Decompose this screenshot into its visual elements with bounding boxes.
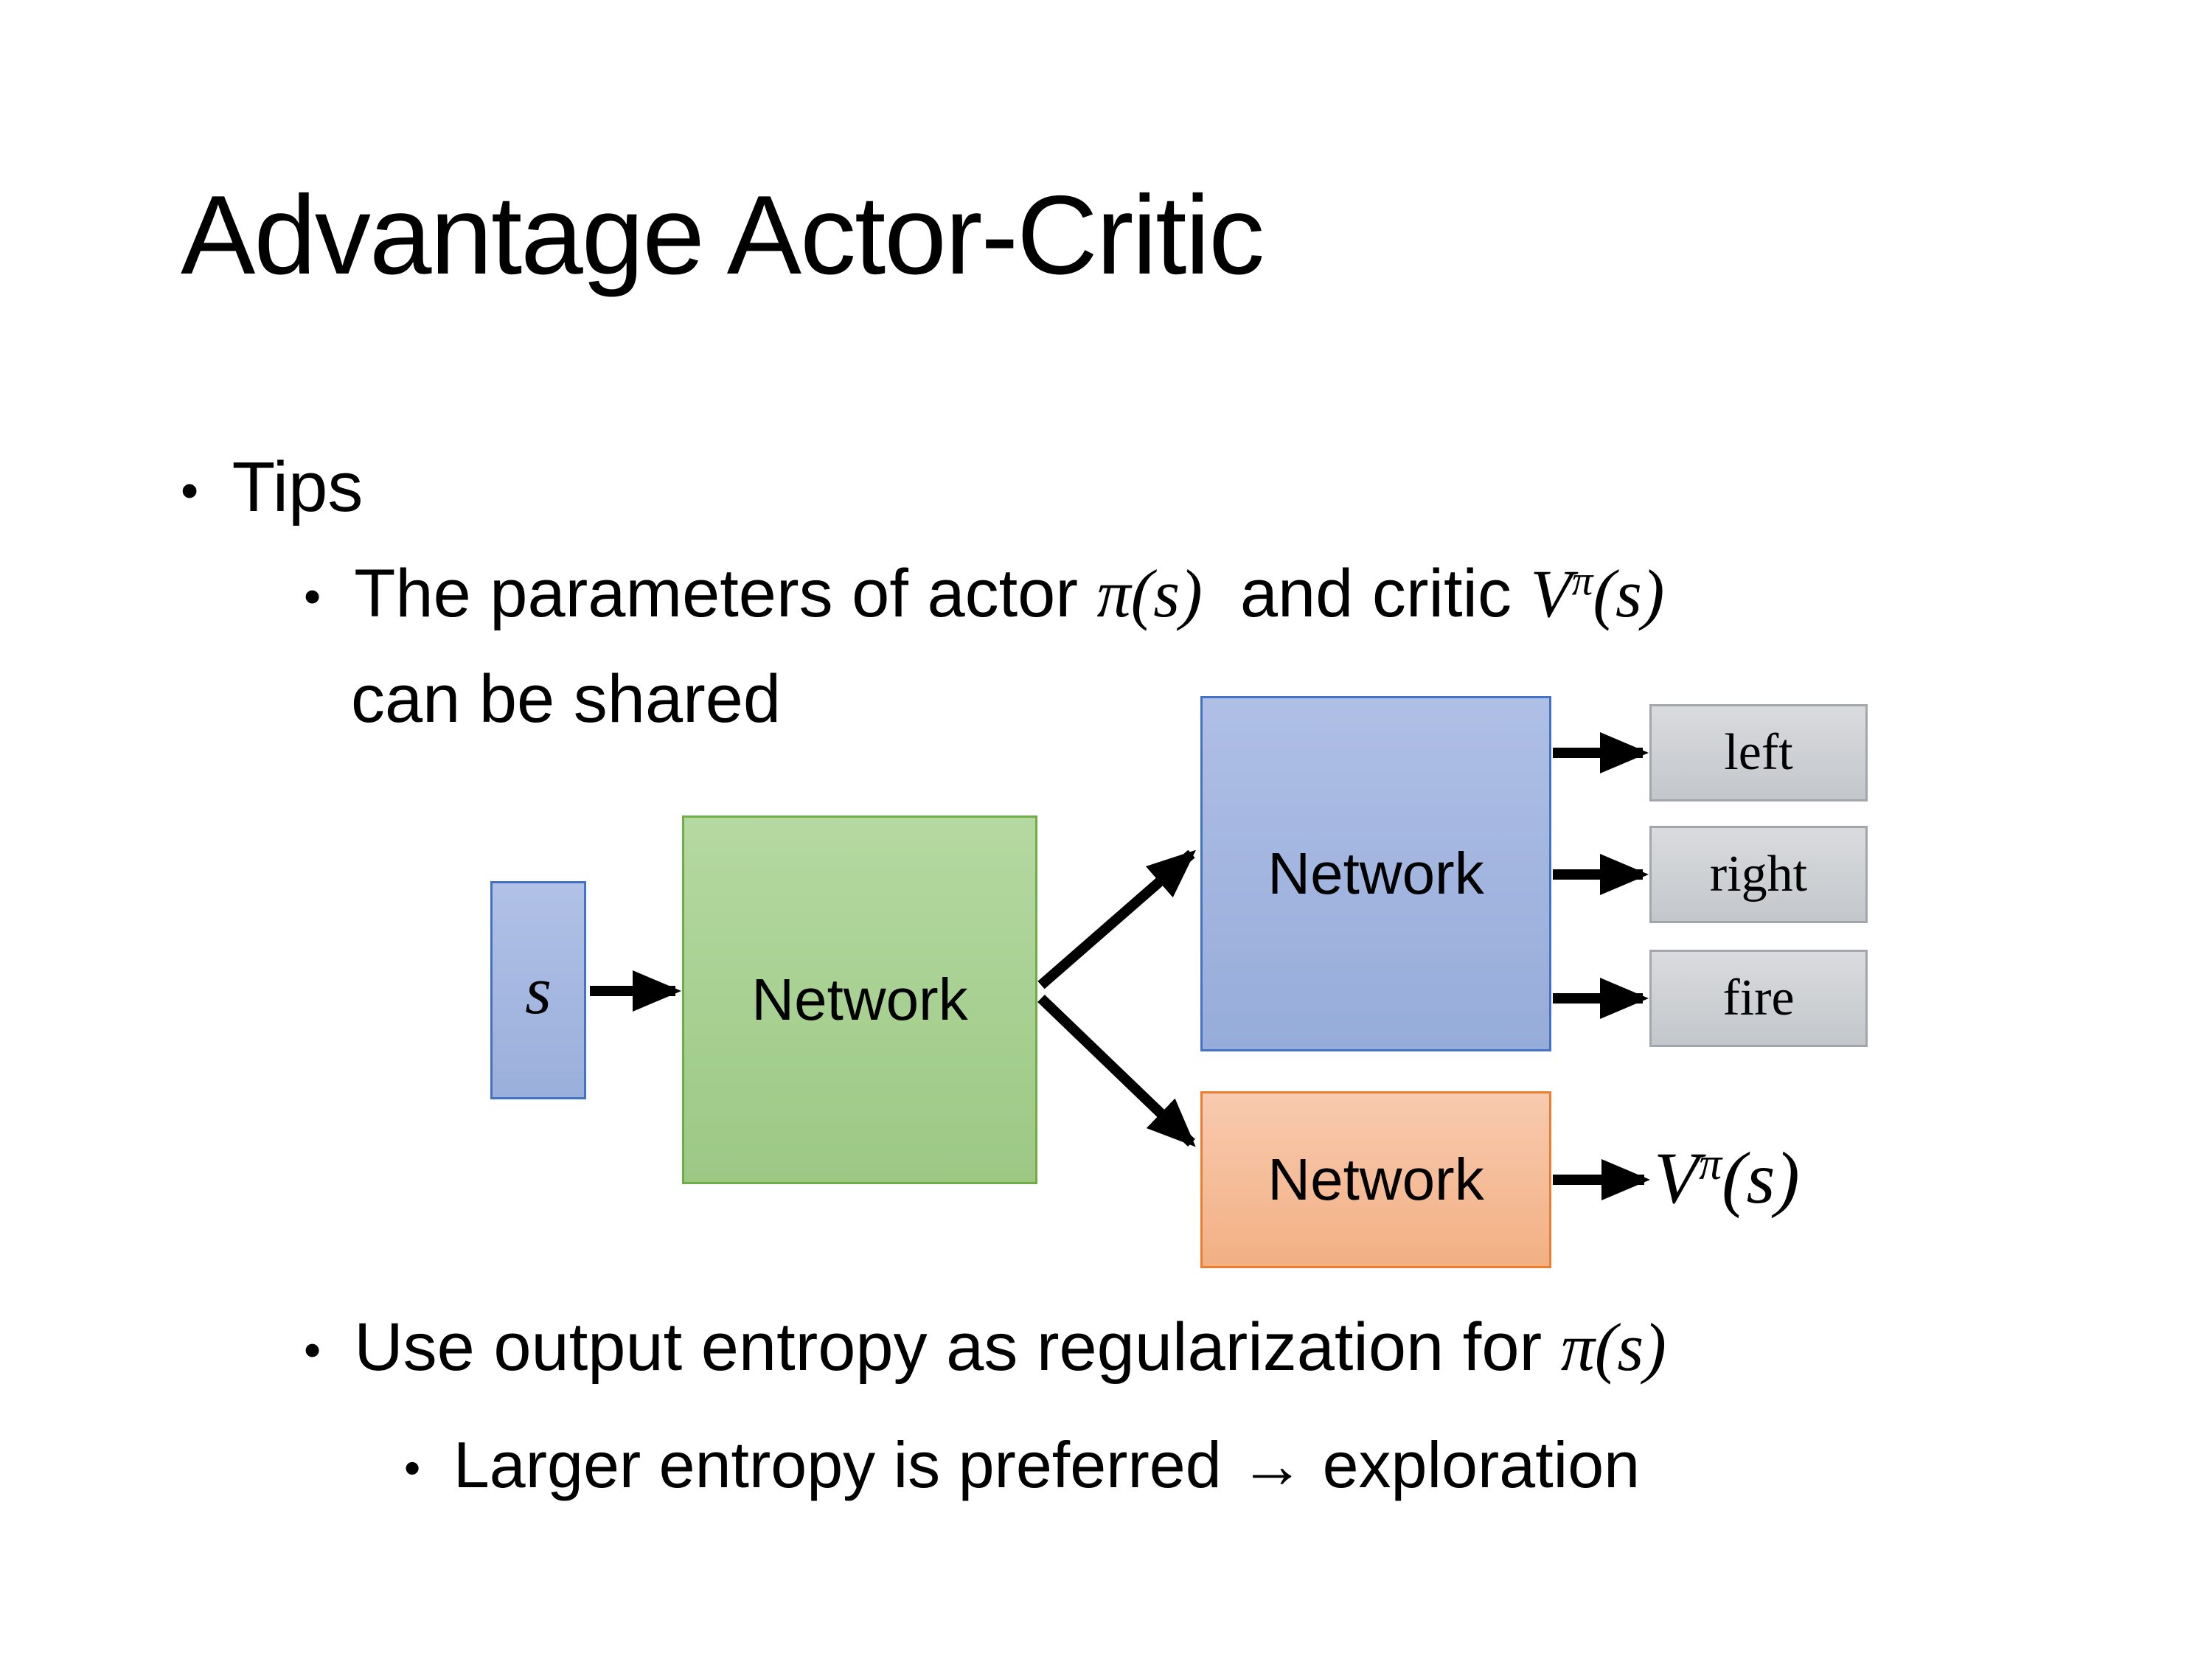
critic-output-args: (s): [1722, 1137, 1800, 1219]
critic-output-sup-pi: π: [1699, 1138, 1722, 1189]
bullet-marker: •: [181, 462, 199, 520]
bullet-shared-params-text: The parameters of actor π(s) and critic …: [354, 554, 1664, 633]
bullet-marker: •: [304, 569, 321, 624]
arrow-shared-to-critic: [1037, 994, 1196, 1147]
shared-network-box: Network: [682, 815, 1037, 1184]
action-label-fire: fire: [1722, 970, 1795, 1026]
shared-network-label: Network: [751, 967, 968, 1032]
text-prefix: Use output entropy as regularization for: [354, 1310, 1561, 1385]
action-box-fire: fire: [1649, 950, 1868, 1047]
actor-network-label: Network: [1267, 841, 1484, 906]
actor-network-box: Network: [1200, 696, 1551, 1051]
critic-network-box: Network: [1200, 1091, 1551, 1268]
text-mid: and critic: [1202, 556, 1531, 631]
bullet-marker: •: [404, 1441, 421, 1495]
bullet-item-tips: • Tips: [181, 447, 363, 535]
arrow-shared-to-actor: [1037, 849, 1197, 990]
bullet-item-larger-entropy: • Larger entropy is preferred → explorat…: [404, 1427, 1640, 1509]
bullet-item-entropy-reg: • Use output entropy as regularization f…: [304, 1308, 1666, 1393]
bullet-item-shared-params-line2: can be shared: [351, 661, 781, 738]
state-input-box: s: [490, 881, 586, 1099]
bullet-item-shared-params: • The parameters of actor π(s) and criti…: [304, 554, 1664, 639]
bullet-larger-entropy-text: Larger entropy is preferred → exploratio…: [453, 1428, 1641, 1501]
bullet-shared-params-line2-text: can be shared: [351, 661, 782, 737]
bullet-tips-label: Tips: [232, 448, 364, 526]
critic-output-v: V: [1654, 1137, 1700, 1219]
math-critic-v: V: [1530, 556, 1572, 631]
math-critic-v-args: (s): [1593, 556, 1665, 631]
math-actor-pi-s: π(s): [1096, 556, 1203, 631]
action-box-right: right: [1649, 826, 1868, 923]
action-label-left: left: [1724, 724, 1793, 781]
action-box-left: left: [1649, 704, 1868, 801]
text-prefix: The parameters of actor: [354, 556, 1097, 631]
math-critic-v-sup-pi: π: [1571, 557, 1593, 605]
state-label: s: [525, 953, 552, 1028]
slide-title: Advantage Actor-Critic: [181, 173, 1265, 298]
action-label-right: right: [1709, 846, 1808, 902]
bullet-entropy-reg-text: Use output entropy as regularization for…: [354, 1308, 1666, 1386]
critic-network-label: Network: [1267, 1147, 1484, 1212]
critic-output-value: Vπ(s): [1654, 1135, 1800, 1220]
bullet-marker: •: [304, 1323, 321, 1377]
math-pi-s: π(s): [1560, 1310, 1666, 1385]
